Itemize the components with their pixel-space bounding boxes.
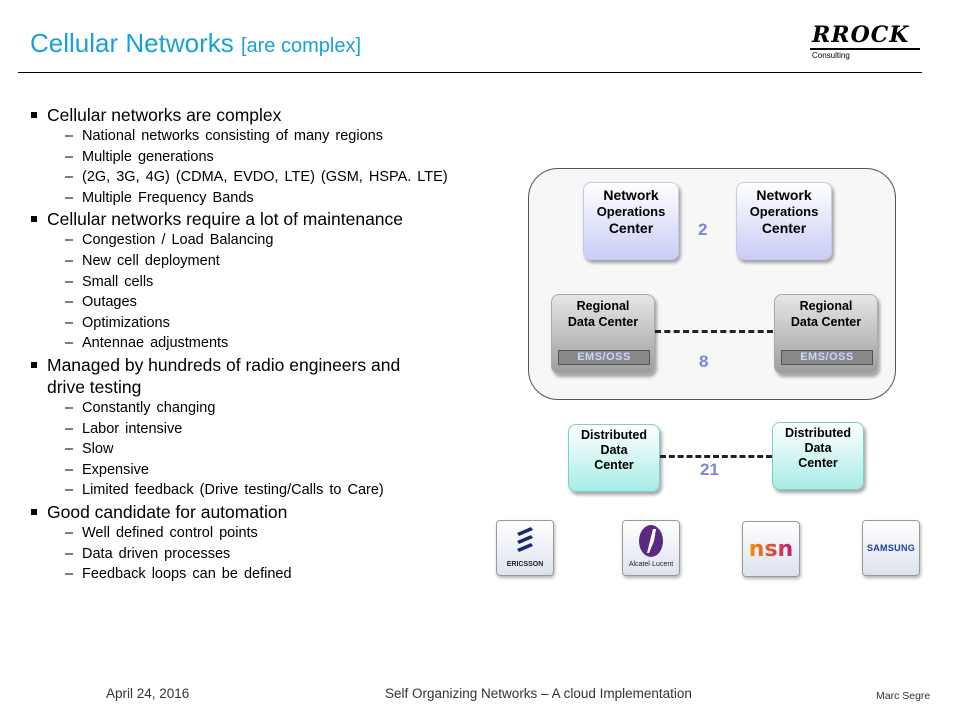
ericsson-logo: ERICSSON [496,520,554,576]
sub-bullet-item: New cell deployment [30,251,510,272]
sub-bullet-item: Multiple Frequency Bands [30,188,510,209]
bullet-item: Cellular networks require a lot of maint… [30,208,510,230]
vendor-label: SAMSUNG [866,543,916,553]
slide-title-main: Cellular Networks [30,28,234,58]
rdc-link-dashed [655,330,773,333]
ddc-link-dashed [660,455,772,458]
sub-bullet-item: Feedback loops can be defined [30,564,510,585]
ddc-label-line2: Data [804,441,832,455]
noc-label-line2: Operations [749,204,819,219]
ems-oss-label: EMS/OSS [781,350,873,365]
sub-bullet-item: Limited feedback (Drive testing/Calls to… [30,480,510,501]
footer-title: Self Organizing Networks – A cloud Imple… [385,686,692,701]
sub-bullet-item: Multiple generations [30,147,510,168]
title-divider [18,72,922,73]
samsung-logo: SAMSUNG [862,520,920,576]
noc-label-line1: Network [603,187,659,203]
bullet-group-3: Managed by hundreds of radio engineers a… [30,354,510,501]
slide-title-sub: [are complex] [240,35,362,57]
network-operations-center-1: Network Operations Center [583,182,679,260]
slide-title: Cellular Networks [are complex] [30,28,361,59]
sub-bullet-item: Well defined control points [30,523,510,544]
sub-bullet-item: Expensive [30,460,510,481]
bullet-group-4: Good candidate for automation Well defin… [30,501,510,585]
bullet-item: Cellular networks are complex [30,104,510,126]
sub-bullet-item: Congestion / Load Balancing [30,230,510,251]
sub-bullet-item: Slow [30,439,510,460]
alcatel-lucent-logo: Alcatel·Lucent [622,520,680,576]
distributed-data-center-2: Distributed Data Center [772,422,864,490]
sub-bullet-item: National networks consisting of many reg… [30,126,510,147]
distributed-data-center-1: Distributed Data Center [568,424,660,492]
ericsson-icon [517,527,533,552]
sub-bullet-item: Small cells [30,272,510,293]
sub-bullet-item: Constantly changing [30,398,510,419]
footer-author: Marc Segre [876,690,931,702]
bullet-group-1: Cellular networks are complex National n… [30,104,510,208]
regional-data-center-1: Regional Data Center EMS/OSS [551,294,655,374]
logo-word: RROCK [812,22,910,48]
bullet-item: Managed by hundreds of radio engineers a… [30,354,417,398]
rdc-label-line2: Data Center [790,315,862,329]
network-operations-center-2: Network Operations Center [736,182,832,260]
rdc-label-line2: Data Center [567,315,639,329]
bullet-group-2: Cellular networks require a lot of maint… [30,208,510,354]
rdc-label-line1: Regional [576,299,630,313]
alcatel-lucent-icon [639,525,663,557]
ddc-label-line1: Distributed [785,426,851,440]
bullet-item: Good candidate for automation [30,501,510,523]
rdc-label-line1: Regional [799,299,853,313]
ddc-count: 21 [700,460,719,479]
rdc-count: 8 [699,352,709,371]
nsn-wordmark: nsn [749,537,793,562]
ddc-label-line3: Center [594,458,634,472]
noc-label-line1: Network [756,187,812,203]
rrock-logo: RROCK Consulting [808,22,924,62]
sub-bullet-item: Outages [30,292,510,313]
ddc-label-line1: Distributed [581,428,647,442]
ems-oss-label: EMS/OSS [558,350,650,365]
sub-bullet-item: Antennae adjustments [30,333,510,354]
noc-label-line3: Center [761,220,807,236]
vendor-label: ERICSSON [506,561,544,568]
noc-count: 2 [698,220,708,239]
vendor-label: Alcatel·Lucent [628,561,674,568]
bullet-list: Cellular networks are complex National n… [30,104,510,585]
ddc-label-line3: Center [798,456,838,470]
logo-underline [810,48,920,50]
noc-label-line2: Operations [596,204,666,219]
sub-bullet-item: Labor intensive [30,419,510,440]
nsn-icon: nsn [749,537,793,562]
ddc-label-line2: Data [600,443,628,457]
nsn-logo: nsn [742,521,800,577]
regional-data-center-2: Regional Data Center EMS/OSS [774,294,878,374]
sub-bullet-item: Optimizations [30,313,510,334]
footer-date: April 24, 2016 [106,686,190,701]
sub-bullet-item: (2G, 3G, 4G) (CDMA, EVDO, LTE) (GSM, HSP… [30,167,510,188]
logo-tagline: Consulting [812,51,850,60]
sub-bullet-item: Data driven processes [30,544,510,565]
noc-label-line3: Center [608,220,654,236]
